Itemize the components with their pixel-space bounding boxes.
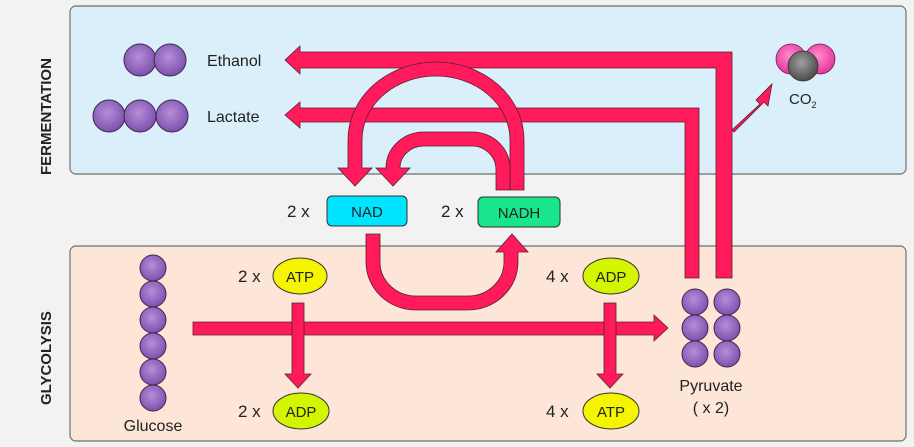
arc-nad-to-nadh [365,233,529,311]
fermentation-label: FERMENTATION [38,58,55,175]
glycolysis-label: GLYCOLYSIS [38,311,55,405]
atp-out-label: ATP [597,404,625,421]
arrow-pyruvate-to-lactate [284,101,700,279]
adp-out-count: 2 x [238,402,261,421]
adp-out-badge: ADP [272,392,330,430]
adp-in-badge: ADP [582,257,640,295]
co2-molecule [775,43,836,82]
arrow-glucose-to-pyruvate [192,314,669,342]
arrows [192,45,773,389]
nad-badge: NAD [326,195,408,227]
arc-nadh-to-nad-inner [375,131,511,191]
arrow-pyruvate-to-ethanol [284,45,733,279]
arrow-to-co2 [731,82,773,133]
nad-count: 2 x [287,202,310,221]
arrow-adp-to-atp [596,302,624,389]
co2-label: CO2 [789,91,817,110]
atp-in-label: ATP [286,269,314,286]
nadh-badge: NADH [477,196,561,228]
atp-out-badge: ATP [582,392,640,430]
ethanol-molecule [123,43,187,77]
pyruvate-sublabel: ( x 2) [693,400,729,417]
arrow-atp-to-adp [284,302,312,389]
adp-out-label: ADP [286,404,317,421]
nad-label: NAD [351,204,383,221]
glycolysis-panel [69,245,907,442]
lactate-label: Lactate [207,109,260,126]
adp-in-count: 4 x [546,267,569,286]
pyruvate-label: Pyruvate [679,378,742,395]
ethanol-label: Ethanol [207,53,261,70]
nadh-count: 2 x [441,202,464,221]
arc-nadh-to-nad-outer [337,61,525,191]
atp-in-count: 2 x [238,267,261,286]
glucose-molecule [139,254,167,412]
pyruvate-molecules [681,288,741,368]
glucose-label: Glucose [124,418,183,435]
atp-out-count: 4 x [546,402,569,421]
nadh-label: NADH [498,205,541,222]
adp-in-label: ADP [596,269,627,286]
atp-in-badge: ATP [272,257,328,295]
lactate-molecule [92,99,189,133]
